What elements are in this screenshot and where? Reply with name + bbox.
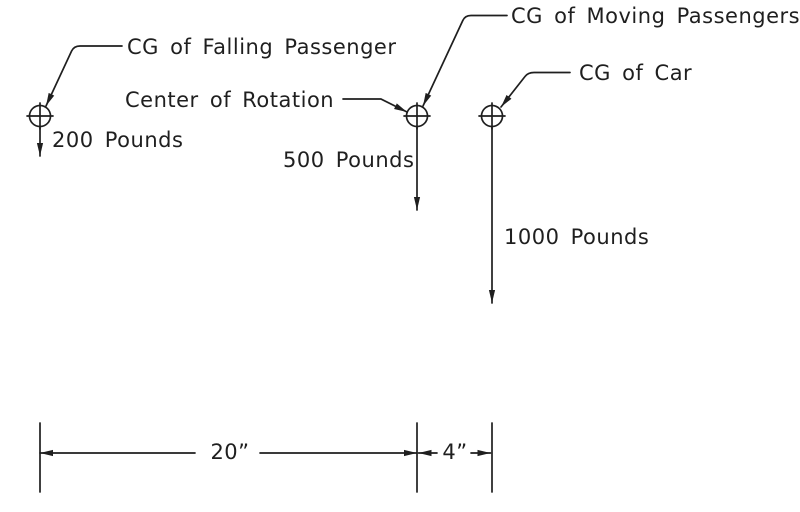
cg-symbol-falling-passenger-icon (26, 102, 54, 130)
cg-symbol-center-of-rotation-icon (403, 102, 431, 130)
dimension-label-4-inches: 4” (442, 440, 468, 464)
label-center-of-rotation: Center of Rotation (125, 88, 335, 112)
force-label-1000-pounds: 1000 Pounds (504, 225, 650, 249)
force-label-500-pounds: 500 Pounds (283, 148, 415, 172)
leader-line-center-of-rotation (342, 98, 408, 113)
label-cg-falling-passenger: CG of Falling Passenger (127, 35, 397, 59)
leader-line-falling-passenger (45, 45, 123, 107)
leader-line-car (500, 71, 571, 108)
label-cg-car: CG of Car (579, 61, 693, 85)
dimension-label-20-inches: 20” (210, 440, 250, 464)
label-cg-moving-passengers: CG of Moving Passengers (511, 4, 800, 28)
leader-line-moving-passengers (422, 14, 508, 107)
force-label-200-pounds: 200 Pounds (52, 128, 184, 152)
